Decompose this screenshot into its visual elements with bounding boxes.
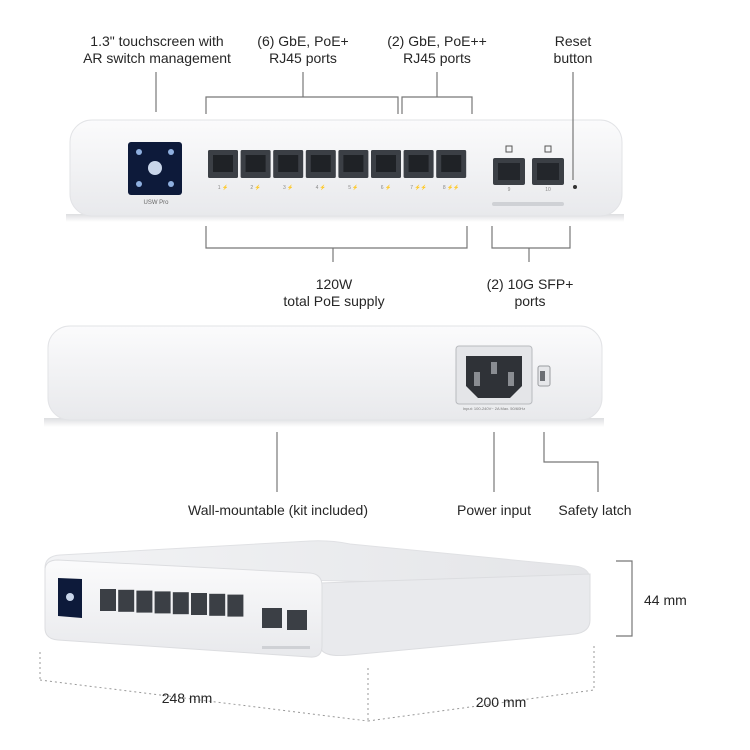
poe-plusplus-ports-callout: (2) GbE, PoE++ RJ45 ports [378,33,496,67]
port-number-label: 5 ⚡ [348,185,359,191]
rj45-port-socket [245,155,266,172]
port-number-label: 7 ⚡⚡ [410,185,427,191]
sfp-callout-line2: ports [514,293,546,309]
power-input-callout: Power input [457,502,531,518]
back-view [44,325,604,427]
rj45-port [227,594,244,617]
port-number-label: 8 ⚡⚡ [442,185,460,191]
port-number-label: 4 ⚡ [315,185,326,191]
poe-plus-callout-line2: RJ45 ports [269,50,337,66]
poe-supply-line2: total PoE supply [283,293,385,309]
rj45-port-socket [213,155,233,172]
rj45-port [191,593,207,615]
sfp-ports-callout: (2) 10G SFP+ ports [476,276,584,310]
rj45-port [209,593,226,616]
rj45-port-socket [376,155,396,172]
depth-dimension: 200 mm [475,694,527,710]
poe-plusplus-callout-line2: RJ45 ports [403,50,471,66]
front-view [66,119,624,222]
safety-latch [537,365,551,387]
rj45-port-socket [310,155,331,172]
rj45-port-socket [278,155,299,172]
touchscreen-callout: 1.3" touchscreen with AR switch manageme… [78,33,236,67]
rj45-port [118,589,135,612]
poe-supply-callout: 120W total PoE supply [262,276,406,310]
safety-latch-callout: Safety latch [558,502,632,518]
reset-button-callout: Reset button [540,33,606,67]
port-number-label: 3 ⚡ [282,185,294,191]
back-callout-lines [276,432,599,492]
power-rating-label: Input: 100-240V~ 2A Max. 50/60Hz [462,406,526,411]
front-sfp-ports [492,145,564,206]
rj45-port [136,590,153,613]
dimension-lines [39,560,633,722]
rj45-port [100,589,116,611]
sfp-number-label: 10 [545,187,551,193]
rj45-port-socket [441,155,462,172]
touchscreen-display [128,142,182,195]
poe-plusplus-callout-line1: (2) GbE, PoE++ [387,33,487,49]
poe-supply-line1: 120W [315,276,353,292]
perspective-view [44,540,591,658]
power-inlet [455,345,533,405]
wall-mount-callout: Wall-mountable (kit included) [188,502,368,518]
touchscreen-callout-line1: 1.3" touchscreen with [90,33,224,49]
port-number-label: 1 ⚡ [217,185,229,191]
perspective-rj45-ports [100,589,244,617]
port-number-label: 6 ⚡ [380,185,392,191]
poe-plus-callout-line1: (6) GbE, PoE+ [257,33,349,49]
rj45-port [154,591,171,614]
perspective-sfp-ports [262,608,310,649]
rj45-port-socket [408,155,429,172]
port-number-label: 2 ⚡ [250,185,261,191]
reset-button [573,185,577,189]
poe-plus-ports-callout: (6) GbE, PoE+ RJ45 ports [246,33,360,67]
perspective-screen [58,578,82,618]
touchscreen-callout-line2: AR switch management [83,50,231,66]
sfp-callout-line1: (2) 10G SFP+ [486,276,574,292]
front-callout-lines [155,72,574,262]
height-dimension: 44 mm [644,592,687,608]
rj45-port [172,592,189,615]
sfp-number-label: 9 [507,187,511,193]
front-rj45-ports [208,150,467,178]
rj45-port-socket [343,155,364,172]
width-dimension: 248 mm [161,690,213,706]
model-label: USW Pro [143,200,169,206]
reset-callout-line2: button [553,50,593,66]
reset-callout-line1: Reset [554,33,592,49]
